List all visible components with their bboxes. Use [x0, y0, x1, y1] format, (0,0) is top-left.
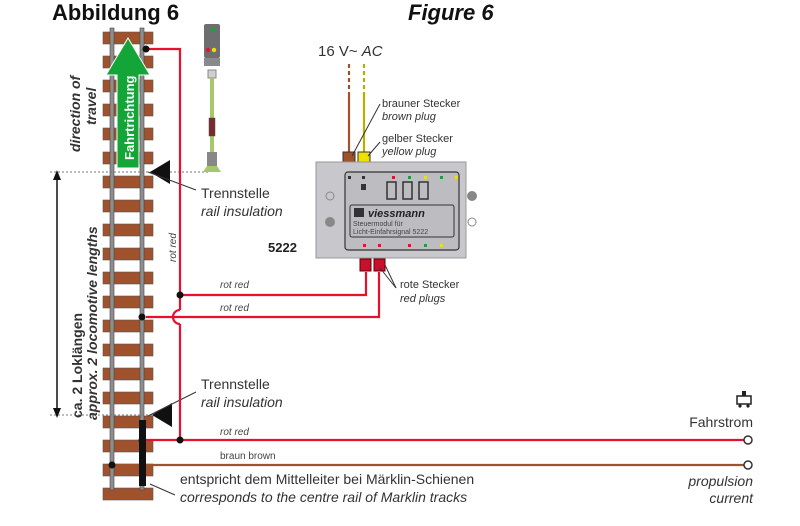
arrow-up-icon — [53, 170, 61, 180]
track-rail — [139, 27, 145, 491]
signal-green-lamp — [210, 27, 216, 33]
power-type: AC — [361, 43, 383, 60]
dip-switch — [402, 181, 413, 200]
arrow-down-icon — [53, 408, 61, 418]
terminal-brown — [743, 460, 753, 470]
plug-brown-german: brauner Stecker — [382, 98, 461, 110]
wire-label-red-2: rot red — [220, 303, 249, 314]
signal-yellow-lamp — [211, 47, 217, 53]
title-german: Abbildung 6 — [52, 0, 179, 25]
wire-label-vertical: rot red — [168, 233, 179, 262]
direction-english-line2: travel — [83, 87, 99, 125]
junction-dot — [176, 291, 184, 299]
insulation-bottom-english: rail insulation — [201, 394, 283, 410]
module-number: 5222 — [268, 240, 297, 255]
terminal-red — [743, 435, 753, 445]
power-wires — [342, 64, 381, 163]
plug-yellow-english: yellow plug — [381, 146, 437, 158]
viessmann-logo-icon — [354, 208, 364, 217]
mount-hole — [325, 217, 335, 227]
signal-red-lamp — [205, 47, 211, 53]
control-module: viessmann Steuermodul für Licht-Einfahrs… — [315, 161, 477, 259]
screw-icon — [325, 191, 335, 201]
length-dimension — [50, 170, 210, 418]
screw-icon — [467, 217, 477, 227]
power-voltage: 16 V~ — [318, 43, 362, 60]
red-plug — [373, 258, 386, 272]
red-wiring — [146, 47, 744, 442]
track-rail — [109, 27, 115, 491]
wire-label-brown: braun brown — [220, 451, 276, 462]
centre-rail-german: entspricht dem Mittelleiter bei Märklin-… — [180, 471, 474, 487]
propulsion-german: Fahrstrom — [689, 414, 753, 430]
yellow-plug — [357, 151, 371, 163]
module-brand: viessmann — [368, 208, 425, 220]
plug-brown-english: brown plug — [382, 111, 437, 123]
track-sleeper — [102, 487, 154, 501]
junction-dot — [142, 45, 150, 53]
length-german: ca. 2 Loklängen — [69, 313, 85, 418]
leader-line — [149, 483, 176, 496]
transformer-icon — [736, 391, 752, 408]
module-desc-line2: Licht-Einfahrsignal 5222 — [353, 229, 428, 236]
centre-rail-bar — [139, 420, 146, 486]
centre-rail-english: corresponds to the centre rail of Markli… — [180, 489, 467, 505]
plug-red-english: red plugs — [400, 293, 446, 305]
length-english: approx. 2 locomotive lengths — [84, 226, 100, 420]
red-plug — [359, 258, 372, 272]
insulation-top-english: rail insulation — [201, 203, 283, 219]
leader-line — [147, 171, 197, 191]
junction-dot — [108, 461, 116, 469]
propulsion-english-line2: current — [709, 490, 754, 506]
module-desc-line1: Steuermodul für — [353, 221, 403, 228]
insulation-bottom-german: Trennstelle — [201, 376, 270, 392]
propulsion-english-line1: propulsion — [687, 473, 753, 489]
title-english: Figure 6 — [408, 0, 494, 25]
junction-dot — [176, 436, 184, 444]
insulation-top-german: Trennstelle — [201, 185, 270, 201]
insulation-marker-bottom — [152, 403, 172, 427]
direction-english-line1: direction of — [67, 74, 83, 152]
wire-label-red-3: rot red — [220, 427, 249, 438]
plug-yellow-german: gelber Stecker — [382, 133, 453, 145]
power-label: 16 V~ AC — [318, 43, 383, 60]
leader-line — [147, 391, 197, 417]
direction-arrow-label: Fahrtrichtung — [122, 75, 137, 160]
mount-hole — [467, 191, 477, 201]
junction-dot — [138, 313, 146, 321]
direction-arrow: Fahrtrichtung — [105, 37, 151, 169]
wire-label-red-1: rot red — [220, 280, 249, 291]
dip-switch — [418, 181, 429, 200]
plug-red-german: rote Stecker — [400, 279, 460, 291]
dip-switch — [386, 181, 397, 200]
signal — [203, 24, 221, 172]
track — [102, 27, 154, 501]
